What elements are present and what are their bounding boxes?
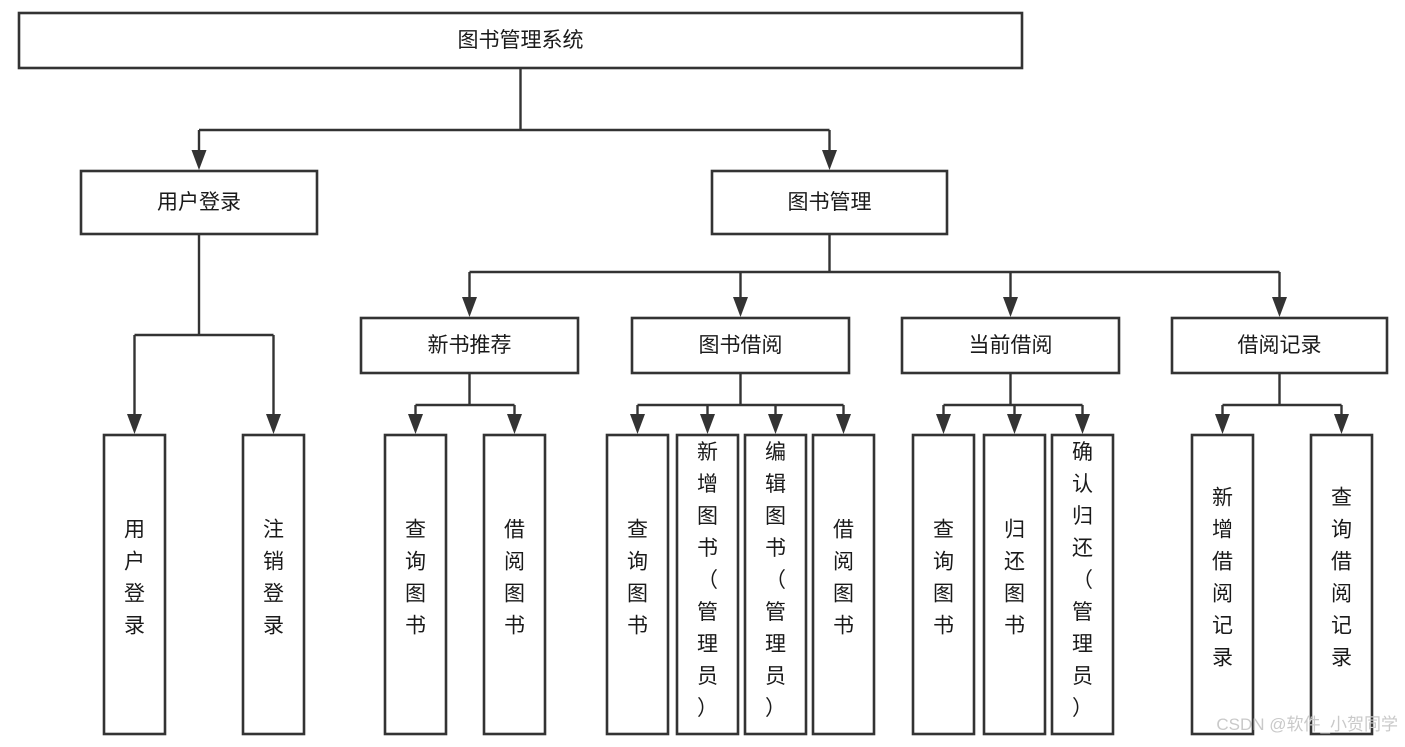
node-box[interactable] (1309, 433, 1374, 736)
arrow-head-icon (1272, 297, 1287, 317)
node-label: 查询图书 (405, 519, 426, 638)
node-label: 注销登录 (263, 519, 284, 638)
node-label: 归还图书 (1004, 519, 1025, 638)
node-label: 新增借阅记录 (1212, 487, 1233, 670)
node-n-login[interactable]: 用户登录 (79, 169, 319, 236)
node-layer: 图书管理系统用户登录图书管理新书推荐图书借阅当前借阅借阅记录用户登录注销登录查询… (17, 11, 1389, 736)
node-l-editbook[interactable]: 编辑图书（管理员） (743, 433, 808, 736)
node-label: 查询图书 (627, 519, 648, 638)
csdn-watermark: CSDN @软件_小贺同学 (1216, 715, 1398, 734)
connector-group-n-login (127, 234, 281, 434)
connector-group-n-record (1215, 373, 1349, 434)
node-label: 查询借阅记录 (1331, 487, 1352, 670)
node-l-confirm[interactable]: 确认归还（管理员） (1050, 433, 1115, 736)
node-box[interactable] (79, 169, 319, 236)
node-label: 借阅记录 (1238, 334, 1322, 357)
node-box[interactable] (982, 433, 1047, 736)
arrow-head-icon (768, 414, 783, 434)
node-label: 当前借阅 (969, 334, 1053, 357)
node-l-addrec[interactable]: 新增借阅记录 (1190, 433, 1255, 736)
arrow-head-icon (1334, 414, 1349, 434)
node-label: 图书管理 (788, 191, 872, 214)
arrow-head-icon (630, 414, 645, 434)
node-label: 借阅图书 (504, 519, 525, 638)
node-l-qbook3[interactable]: 查询图书 (911, 433, 976, 736)
node-n-current[interactable]: 当前借阅 (900, 316, 1121, 375)
connector-group-n-current (936, 373, 1090, 434)
node-box[interactable] (17, 11, 1024, 70)
node-box[interactable] (675, 433, 740, 736)
node-box[interactable] (811, 433, 876, 736)
arrow-head-icon (733, 297, 748, 317)
node-label: 查询图书 (933, 519, 954, 638)
node-box[interactable] (911, 433, 976, 736)
node-n-record[interactable]: 借阅记录 (1170, 316, 1389, 375)
node-box[interactable] (482, 433, 547, 736)
node-label: 新书推荐 (428, 334, 512, 357)
node-label: 用户登录 (124, 519, 145, 638)
node-l-return[interactable]: 归还图书 (982, 433, 1047, 736)
arrow-head-icon (507, 414, 522, 434)
arrow-head-icon (1007, 414, 1022, 434)
node-n-bookmgmt[interactable]: 图书管理 (710, 169, 949, 236)
arrow-head-icon (700, 414, 715, 434)
node-l-qrec[interactable]: 查询借阅记录 (1309, 433, 1374, 736)
connector-group-n-bookmgmt (462, 234, 1287, 317)
node-l-qbook1[interactable]: 查询图书 (383, 433, 448, 736)
connector-layer (127, 68, 1349, 434)
arrow-head-icon (936, 414, 951, 434)
node-label: 确认归还（管理员） (1072, 441, 1093, 720)
node-box[interactable] (1050, 433, 1115, 736)
connector-group-n-newbook (408, 373, 522, 434)
node-box[interactable] (1170, 316, 1389, 375)
node-box[interactable] (359, 316, 580, 375)
arrow-head-icon (408, 414, 423, 434)
node-l-bbook1[interactable]: 借阅图书 (482, 433, 547, 736)
arrow-head-icon (822, 150, 837, 170)
node-n-borrow[interactable]: 图书借阅 (630, 316, 851, 375)
node-label: 用户登录 (157, 191, 241, 214)
node-root[interactable]: 图书管理系统 (17, 11, 1024, 70)
node-l-addbook[interactable]: 新增图书（管理员） (675, 433, 740, 736)
node-box[interactable] (743, 433, 808, 736)
connector-group-root (191, 68, 837, 170)
arrow-head-icon (191, 150, 207, 170)
arrow-head-icon (127, 414, 142, 434)
arrow-head-icon (1215, 414, 1230, 434)
connector-group-n-borrow (630, 373, 851, 434)
node-l-logout[interactable]: 注销登录 (241, 433, 306, 736)
node-box[interactable] (605, 433, 670, 736)
arrow-head-icon (836, 414, 851, 434)
node-l-bbook2[interactable]: 借阅图书 (811, 433, 876, 736)
node-box[interactable] (102, 433, 167, 736)
node-box[interactable] (383, 433, 448, 736)
node-box[interactable] (241, 433, 306, 736)
arrow-head-icon (266, 414, 281, 434)
node-l-userlogin[interactable]: 用户登录 (102, 433, 167, 736)
node-label: 借阅图书 (833, 519, 854, 638)
arrow-head-icon (462, 297, 477, 317)
node-label: 图书借阅 (699, 334, 783, 357)
node-box[interactable] (900, 316, 1121, 375)
node-box[interactable] (710, 169, 949, 236)
node-box[interactable] (1190, 433, 1255, 736)
node-label: 图书管理系统 (458, 29, 584, 52)
node-label: 编辑图书（管理员） (765, 441, 786, 720)
node-n-newbook[interactable]: 新书推荐 (359, 316, 580, 375)
arrow-head-icon (1075, 414, 1090, 434)
node-l-qbook2[interactable]: 查询图书 (605, 433, 670, 736)
arrow-head-icon (1003, 297, 1018, 317)
node-label: 新增图书（管理员） (697, 441, 718, 720)
node-box[interactable] (630, 316, 851, 375)
